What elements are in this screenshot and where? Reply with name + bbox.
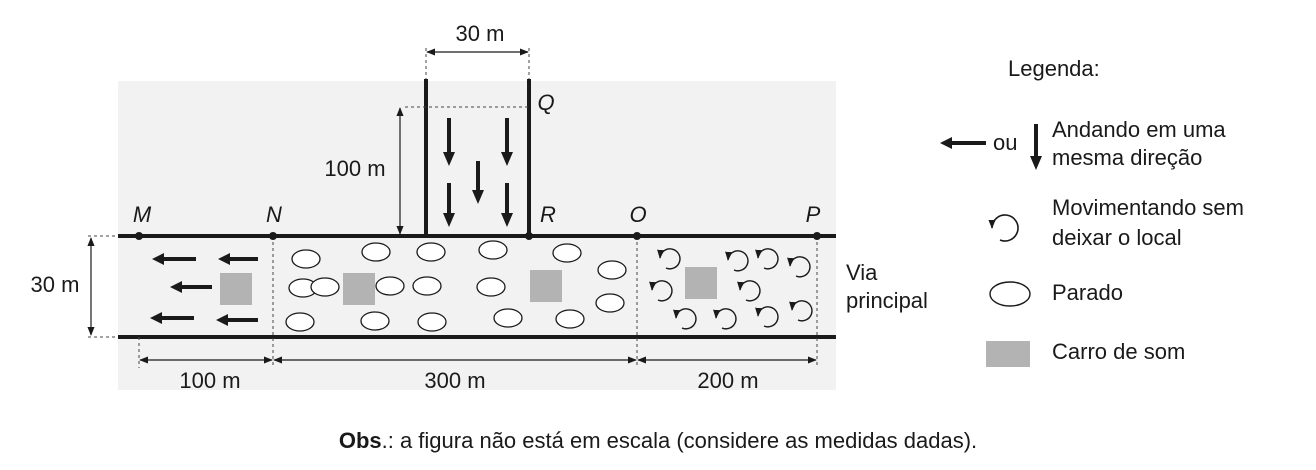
arrow-down-icon <box>443 183 455 227</box>
sound-car-icon <box>986 341 1030 367</box>
point-q-label: Q <box>537 90 554 115</box>
dim-no-label: 300 m <box>424 368 485 393</box>
arrow-left-icon <box>216 314 258 326</box>
sound-car-icon <box>685 267 717 299</box>
sound-car-icon <box>530 270 562 302</box>
walking-arrows-mn <box>150 253 258 326</box>
walking-arrows-rq <box>443 118 513 227</box>
legend-soundcar-label: Carro de som <box>1052 339 1185 364</box>
point-n-dot <box>269 232 277 240</box>
stopped-person-icon <box>989 281 1031 307</box>
stopped-person-icon <box>291 249 321 269</box>
legend-moving-line2: deixar o local <box>1052 225 1182 250</box>
dim-op-label: 200 m <box>697 368 758 393</box>
legend-walking-line2: mesma direção <box>1052 145 1202 170</box>
point-m-dot <box>135 232 143 240</box>
arrow-down-icon <box>443 118 455 166</box>
arrow-down-icon <box>501 183 513 227</box>
stopped-person-icon <box>552 243 582 263</box>
stopped-person-icon <box>416 242 446 262</box>
sound-car-icon <box>220 273 252 305</box>
circular-arrow-icon <box>713 308 737 330</box>
arrow-left-icon <box>218 253 258 265</box>
circular-arrow-icon <box>787 256 811 278</box>
legend-stopped-label: Parado <box>1052 280 1123 305</box>
road-label-line1: Via <box>846 260 878 285</box>
dim-top-label: 30 m <box>456 21 505 46</box>
arrow-down-icon <box>1030 124 1042 170</box>
stopped-person-icon <box>493 308 523 328</box>
arrow-left-icon <box>940 137 986 149</box>
stopped-people-no <box>285 240 627 332</box>
road-label-line2: principal <box>846 288 928 313</box>
point-n-label: N <box>266 202 282 227</box>
circular-arrow-icon <box>789 300 813 322</box>
legend-title: Legenda: <box>1008 56 1100 81</box>
moving-people-op <box>649 248 813 330</box>
point-r-dot <box>525 232 533 240</box>
legend-or-text: ou <box>993 130 1017 155</box>
point-p-label: P <box>806 202 821 227</box>
note-observation: Obs.: a figura não está em escala (consi… <box>0 428 1316 454</box>
stopped-person-icon <box>555 309 585 329</box>
point-p-dot <box>813 232 821 240</box>
dim-road-label: 30 m <box>31 272 80 297</box>
stopped-person-icon <box>417 312 447 332</box>
stopped-person-icon <box>361 242 391 262</box>
circular-arrow-icon <box>737 280 761 302</box>
circular-arrow-icon <box>673 308 697 330</box>
dim-street-label: 100 m <box>324 156 385 181</box>
stopped-person-icon <box>412 276 442 296</box>
point-o-label: O <box>629 202 646 227</box>
stopped-person-icon <box>310 277 340 297</box>
point-r-label: R <box>540 202 556 227</box>
note-text: .: a figura não está em escala (consider… <box>381 428 978 453</box>
stopped-person-icon <box>285 312 315 332</box>
note-bold: Obs <box>338 428 382 453</box>
stopped-person-icon <box>360 311 390 331</box>
circular-arrow-icon <box>657 248 681 270</box>
arrow-left-icon <box>170 281 212 293</box>
circular-arrow-icon <box>755 306 779 328</box>
arrow-down-icon <box>472 161 484 204</box>
circular-arrow-icon <box>988 214 1019 242</box>
legend-moving-line1: Movimentando sem <box>1052 195 1244 220</box>
stopped-person-icon <box>375 276 405 296</box>
sound-car-icon <box>343 273 375 305</box>
dim-mn-label: 100 m <box>179 368 240 393</box>
legend-walking-line1: Andando em uma <box>1052 117 1226 142</box>
stopped-person-icon <box>597 260 627 280</box>
stopped-person-icon <box>476 277 506 297</box>
arrow-left-icon <box>150 312 194 324</box>
stopped-person-icon <box>478 240 508 260</box>
circular-arrow-icon <box>725 250 749 272</box>
arrow-left-icon <box>152 253 196 265</box>
point-o-dot <box>633 232 641 240</box>
legend: Legenda: ou Andando em uma mesma direção… <box>940 56 1244 367</box>
circular-arrow-icon <box>649 280 673 302</box>
arrow-down-icon <box>501 118 513 166</box>
point-m-label: M <box>133 202 152 227</box>
stopped-person-icon <box>595 293 625 313</box>
circular-arrow-icon <box>755 248 779 270</box>
